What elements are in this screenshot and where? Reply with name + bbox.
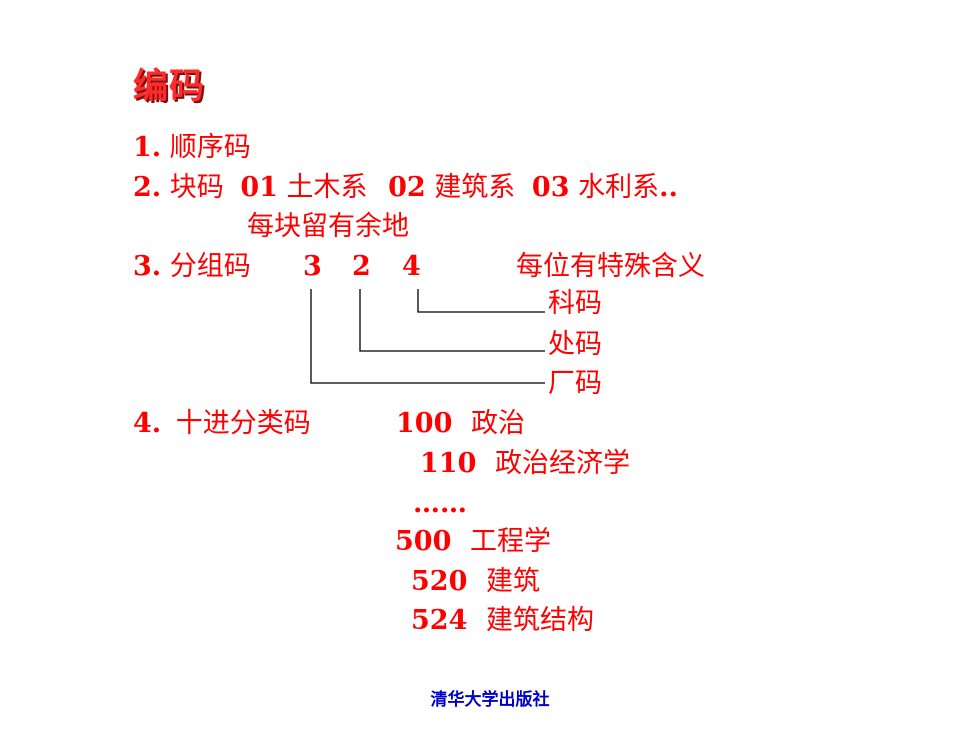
- item-2-note: 每块留有余地: [247, 211, 409, 242]
- item-1-number: 1.: [133, 132, 162, 163]
- item-1: 1. 顺序码: [133, 134, 251, 161]
- connector-digit-1: [310, 289, 545, 384]
- item-3: 3. 分组码: [133, 253, 251, 280]
- decimal-code: 100: [396, 408, 453, 439]
- connector-digit-2: [359, 289, 545, 352]
- decimal-entry: 500 工程学: [395, 528, 551, 555]
- decimal-name: 建筑结构: [485, 605, 594, 636]
- branch-label-2: 处码: [548, 329, 602, 360]
- item-4-number: 4.: [133, 408, 162, 439]
- item-1-text: 顺序码: [169, 132, 251, 163]
- group-digit-2: 2: [352, 251, 371, 282]
- item-2: 2. 块码 01 土木系 02 建筑系 03 水利系..: [133, 174, 678, 201]
- decimal-name: 建筑: [485, 566, 540, 597]
- item-2-code-3: 03: [531, 172, 570, 203]
- item-3-label: 分组码: [169, 251, 251, 282]
- decimal-code: 500: [395, 526, 452, 557]
- item-2-number: 2.: [133, 172, 162, 203]
- item-2-name-1: 土木系: [286, 172, 368, 203]
- publisher-footer: 清华大学出版社: [430, 690, 550, 710]
- decimal-name: 政治: [470, 408, 525, 439]
- slide-title: 编码: [133, 67, 206, 107]
- decimal-name: 政治经济学: [494, 448, 630, 479]
- group-digit-1: 3: [303, 251, 322, 282]
- decimal-entry: 110 政治经济学: [420, 450, 630, 477]
- decimal-code: 110: [420, 448, 477, 479]
- decimal-code: 520: [411, 566, 468, 597]
- decimal-entry: 100 政治: [396, 410, 525, 437]
- decimal-ellipsis: ……: [413, 488, 467, 519]
- decimal-name: 工程学: [469, 526, 551, 557]
- connector-digit-3: [417, 289, 545, 313]
- item-3-number: 3.: [133, 251, 162, 282]
- decimal-entry: 524 建筑结构: [411, 607, 594, 634]
- item-2-code-2: 02: [388, 172, 426, 203]
- group-digit-3: 4: [402, 251, 421, 282]
- branch-label-3: 厂码: [548, 368, 602, 399]
- decimal-code: 524: [411, 605, 468, 636]
- branch-label-1: 科码: [548, 288, 602, 319]
- item-2-name-2: 建筑系: [434, 172, 516, 203]
- item-3-note: 每位有特殊含义: [516, 251, 705, 282]
- item-4-label: 十进分类码: [175, 408, 311, 439]
- item-2-label: 块码: [169, 172, 224, 203]
- item-2-name-3: 水利系: [578, 172, 660, 203]
- item-2-trail: ..: [659, 172, 678, 203]
- decimal-entry: 520 建筑: [411, 568, 540, 595]
- item-2-code-1: 01: [240, 172, 278, 203]
- item-4: 4. 十进分类码: [133, 410, 311, 437]
